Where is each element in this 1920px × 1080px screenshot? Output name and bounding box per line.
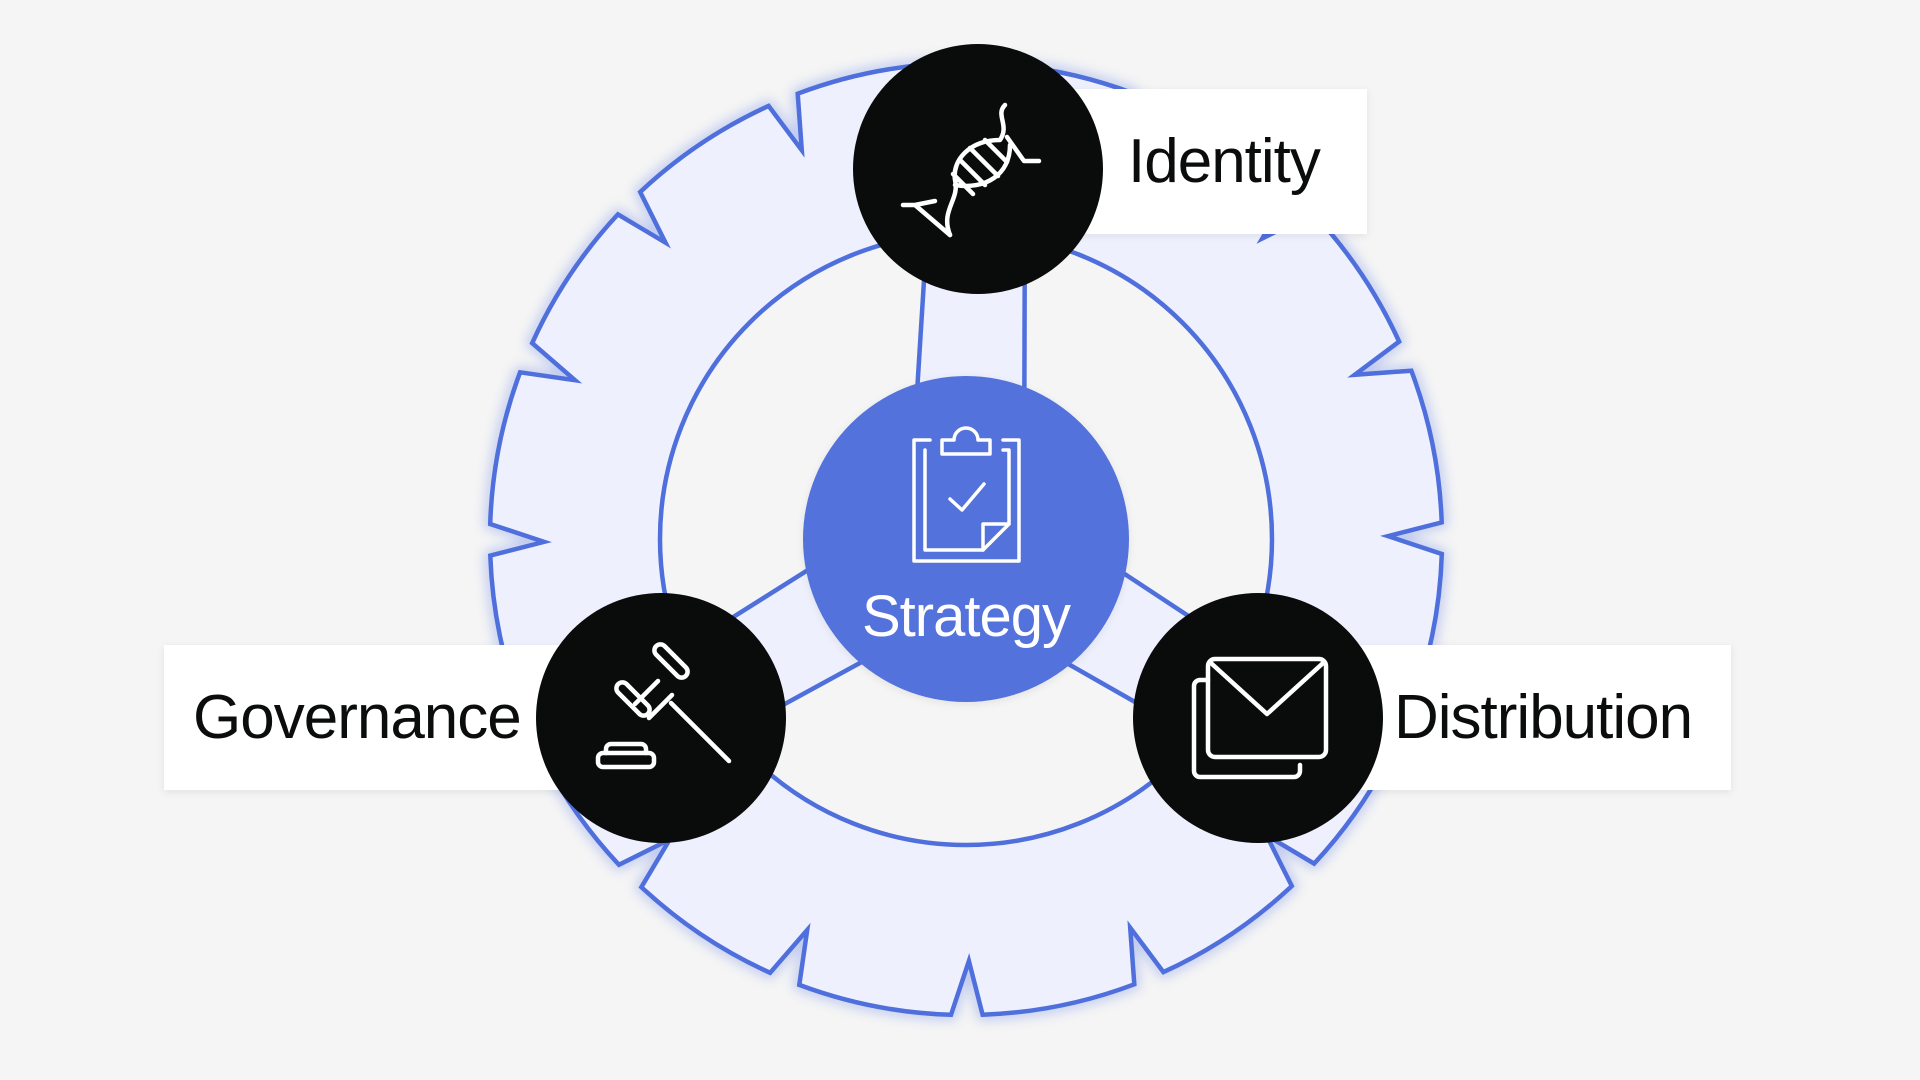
distribution-node-circle <box>1133 593 1383 843</box>
governance-label: Governance <box>193 683 521 752</box>
dna-icon <box>900 102 1042 238</box>
distribution-node[interactable] <box>1133 593 1383 843</box>
gavel-icon <box>595 642 732 770</box>
governance-node-circle <box>536 593 786 843</box>
clipboard-check-icon <box>912 426 1021 563</box>
governance-node[interactable] <box>536 593 786 843</box>
distribution-label: Distribution <box>1394 683 1692 752</box>
distribution-label-box <box>1330 645 1731 790</box>
center-circle <box>803 376 1129 702</box>
center-label: Strategy <box>862 584 1071 649</box>
identity-label: Identity <box>1128 127 1321 196</box>
identity-label-box <box>1060 89 1367 234</box>
identity-node-circle <box>853 44 1103 294</box>
envelope-icon <box>1191 656 1329 780</box>
identity-node[interactable] <box>853 44 1103 294</box>
governance-label-box <box>164 645 584 790</box>
